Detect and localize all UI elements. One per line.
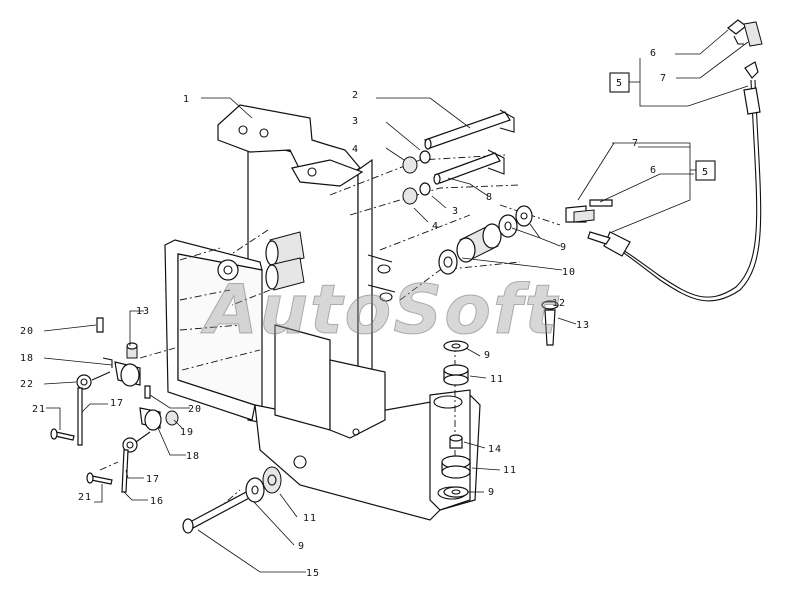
pin-part-2 [424, 109, 515, 150]
callout-5b: 5 [702, 167, 709, 178]
callout-15: 15 [306, 568, 320, 579]
callout-4b: 4 [432, 221, 439, 232]
callout-leader-lines [43, 29, 749, 573]
pin-part-8 [433, 149, 505, 185]
callout-13b: 13 [136, 306, 150, 317]
callout-13a: 13 [576, 320, 590, 331]
control-cable-part [587, 61, 762, 302]
callout-boxes [609, 72, 716, 181]
callout-9a: 9 [560, 242, 567, 253]
callout-2: 2 [352, 90, 359, 101]
left-linkage-parts [50, 317, 179, 493]
callout-20a: 20 [20, 326, 34, 337]
callout-labels: 1 2 3 4 3 4 8 9 10 12 13 9 11 14 11 9 11… [20, 48, 709, 579]
washers-part-3-4 [402, 150, 431, 205]
callout-9c: 9 [488, 487, 495, 498]
callout-6b: 6 [650, 165, 657, 176]
callout-20b: 20 [188, 404, 202, 415]
nut-washer-stack-lower [441, 340, 471, 498]
callout-21b: 21 [78, 492, 92, 503]
callout-18a: 18 [20, 353, 34, 364]
callout-7a: 7 [660, 73, 667, 84]
callout-21a: 21 [32, 404, 46, 415]
callout-6a: 6 [650, 48, 657, 59]
callout-8: 8 [486, 192, 493, 203]
long-bolt-part-15 [182, 466, 282, 534]
watermark: AutoSoft [200, 271, 560, 350]
callout-9d: 9 [298, 541, 305, 552]
callout-14: 14 [488, 444, 502, 455]
callout-11c: 11 [303, 513, 317, 524]
callout-3b: 3 [452, 206, 459, 217]
callout-17a: 17 [110, 398, 124, 409]
callout-9b: 9 [484, 350, 491, 361]
callout-22: 22 [20, 379, 34, 390]
callout-3a: 3 [352, 116, 359, 127]
callout-11a: 11 [490, 374, 504, 385]
bolt-part-13-center [541, 300, 559, 346]
callout-10: 10 [562, 267, 576, 278]
bushing-stack-right [438, 205, 533, 275]
callout-18b: 18 [186, 451, 200, 462]
callout-17b: 17 [146, 474, 160, 485]
clip-parts-6-7 [565, 19, 763, 223]
callout-1: 1 [183, 94, 190, 105]
callout-11b: 11 [503, 465, 517, 476]
callout-19: 19 [180, 427, 194, 438]
main-bracket-part [164, 104, 481, 521]
callout-5a: 5 [616, 78, 623, 89]
callout-7b: 7 [632, 138, 639, 149]
callout-16: 16 [150, 496, 164, 507]
callout-12: 12 [552, 298, 566, 309]
callout-4a: 4 [352, 144, 359, 155]
